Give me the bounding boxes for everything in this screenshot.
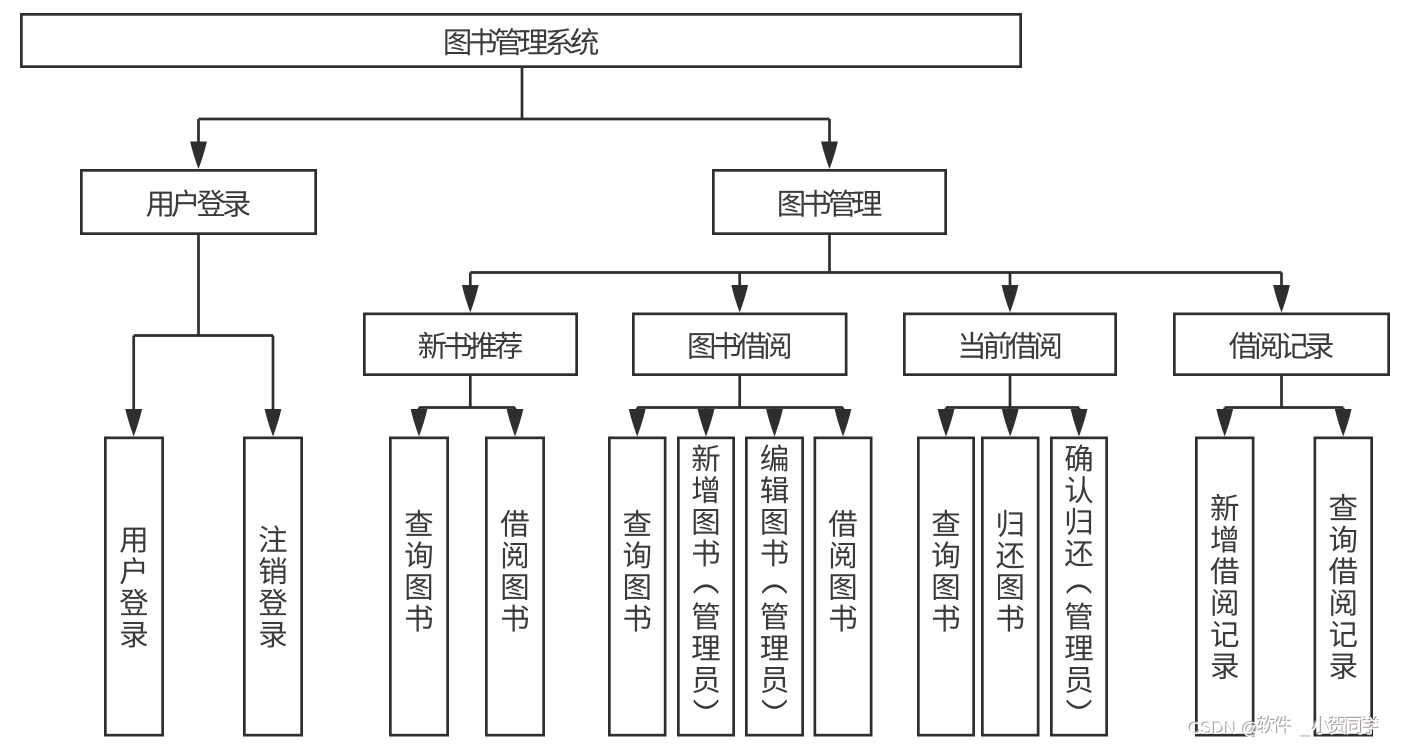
svg-text:CSDN @: CSDN @ bbox=[1188, 718, 1258, 737]
svg-text:_: _ bbox=[1301, 719, 1312, 738]
svg-text:_: _ bbox=[1300, 718, 1311, 737]
svg-text:CSDN @: CSDN @ bbox=[1189, 719, 1259, 738]
